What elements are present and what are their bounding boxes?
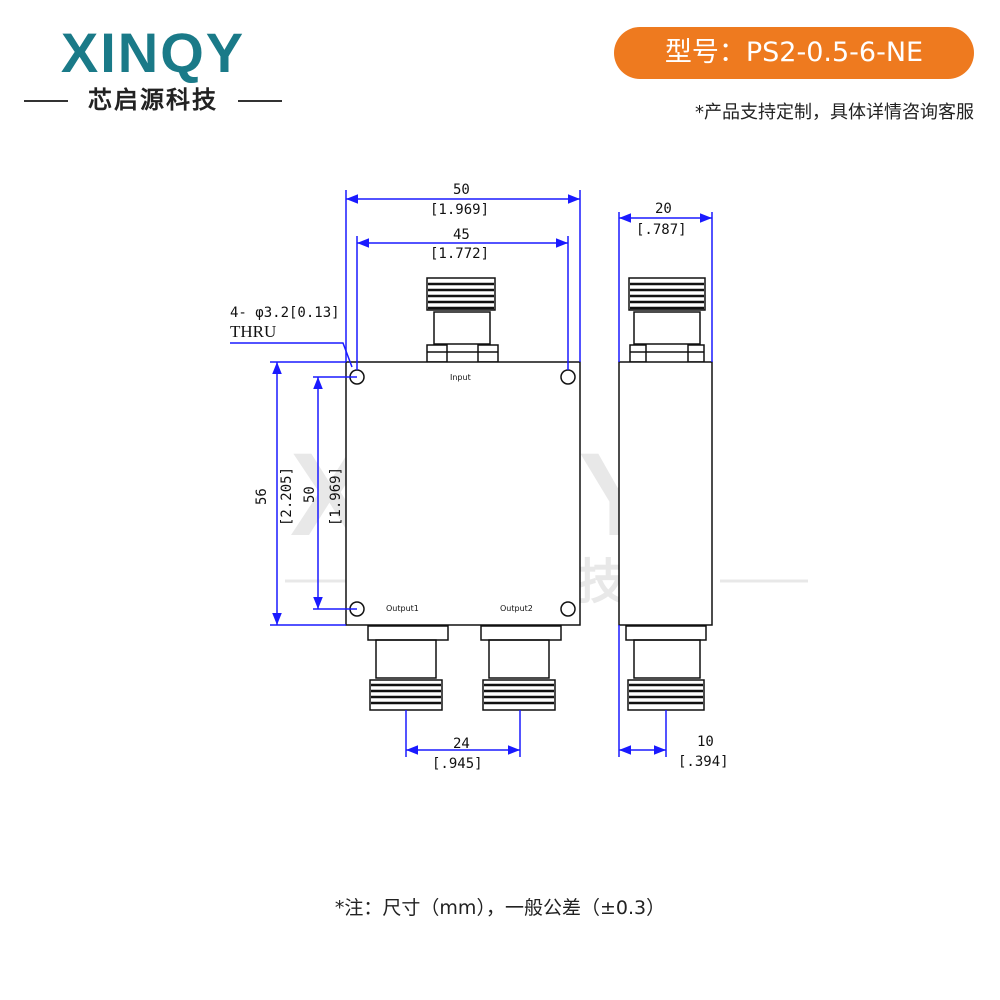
dim-hole-width-inch: [1.772] — [430, 246, 489, 262]
logo-subtitle-text: 芯启源科技 — [88, 86, 218, 114]
brand-logo: XINQY 芯启源科技 — [22, 24, 284, 114]
dim-port-offset-inch: [.394] — [678, 754, 729, 770]
dim-hole-height: 50 — [302, 486, 318, 503]
dim-total-width: 50 — [453, 182, 470, 198]
side-bottom-connector — [625, 625, 707, 711]
hole-note: 4- φ3.2[0.13] — [230, 305, 340, 321]
dim-port-spacing: 24 — [453, 736, 470, 752]
dim-height: 56 — [254, 488, 270, 505]
dim-total-width-inch: [1.969] — [430, 202, 489, 218]
output1-connector — [367, 625, 449, 711]
logo-divider-right — [238, 100, 282, 102]
hole-leader-line — [230, 342, 353, 368]
divider-body-front — [345, 361, 581, 626]
port-label-input: Input — [450, 373, 471, 382]
dim-hole-width: 45 — [453, 227, 470, 243]
dim-height-inch: [2.205] — [279, 467, 295, 526]
hole-note-thru: THRU — [230, 322, 276, 341]
divider-body-side — [618, 361, 713, 626]
logo-wordmark: XINQY — [60, 21, 246, 84]
input-connector — [426, 277, 499, 363]
model-badge: 型号：PS2-0.5-6-NE — [614, 27, 974, 79]
port-label-output1: Output1 — [386, 604, 419, 613]
dim-port-spacing-inch: [.945] — [432, 756, 483, 772]
dim-depth-inch: [.787] — [636, 222, 687, 238]
output2-connector — [480, 625, 562, 711]
tolerance-footnote: *注：尺寸（mm），一般公差（±0.3） — [334, 897, 666, 919]
dim-depth: 20 — [655, 201, 672, 217]
port-label-output2: Output2 — [500, 604, 533, 613]
dim-hole-height-inch: [1.969] — [328, 467, 344, 526]
logo-subtitle: 芯启源科技 — [22, 86, 284, 114]
side-top-connector — [628, 277, 706, 363]
logo-divider-left — [24, 100, 68, 102]
dim-port-offset: 10 — [697, 734, 714, 750]
custom-note: *产品支持定制，具体详情咨询客服 — [695, 102, 974, 123]
mount-hole-bottom-right — [560, 601, 576, 617]
